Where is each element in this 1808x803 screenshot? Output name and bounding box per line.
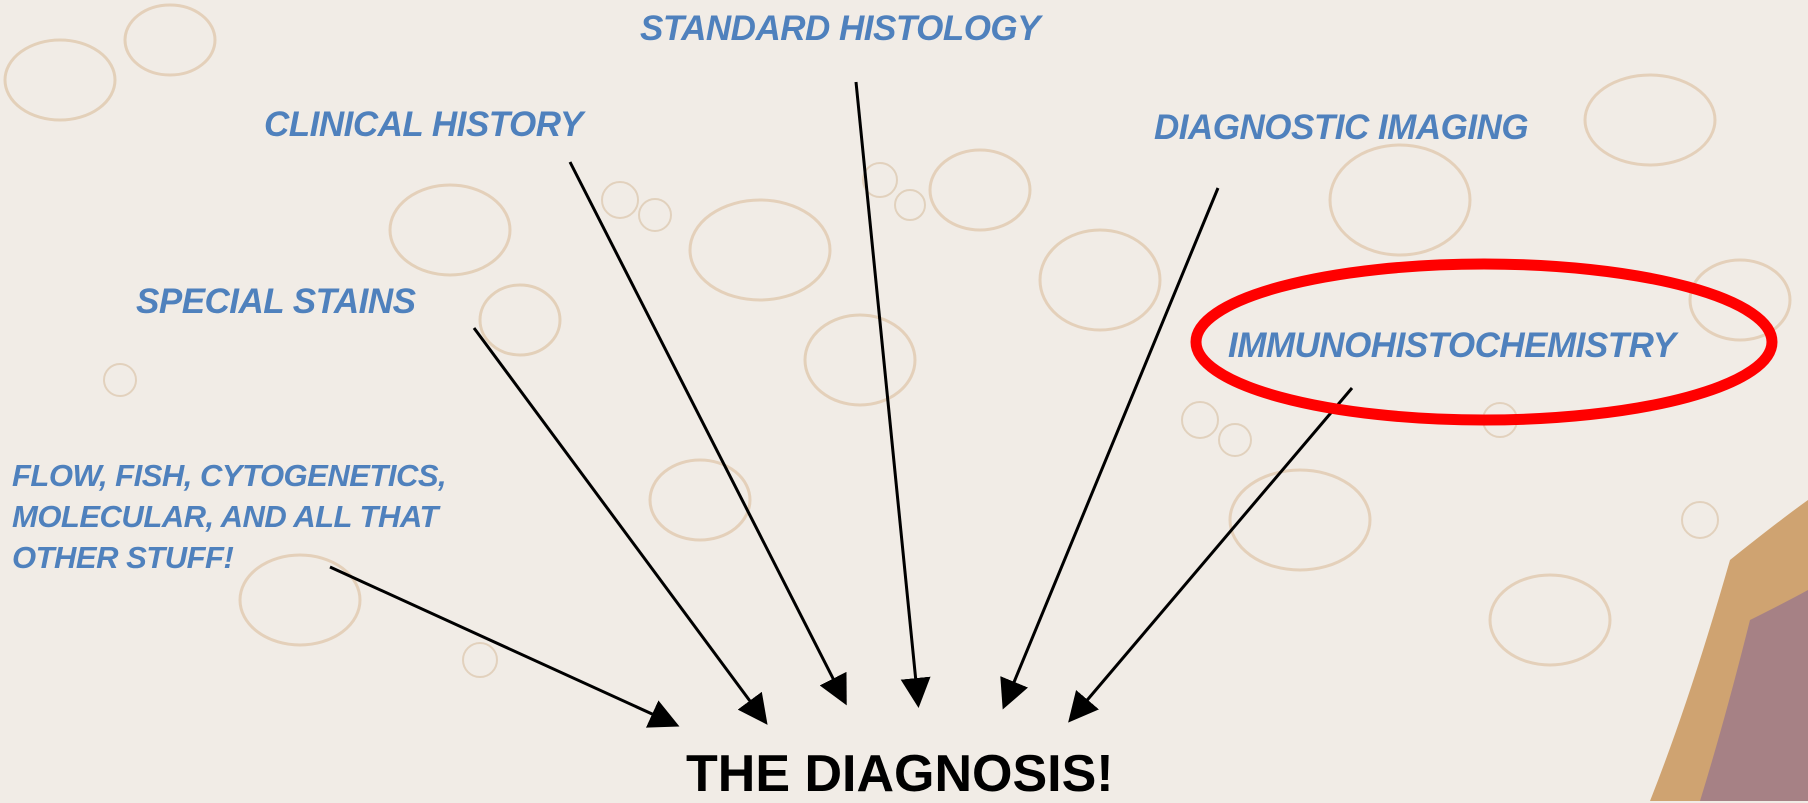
label-immunohistochemistry: IMMUNOHISTOCHEMISTRY [1228, 325, 1676, 367]
label-diagnostic-imaging: DIAGNOSTIC IMAGING [1154, 107, 1528, 149]
arrow-clinical-history [570, 162, 844, 700]
arrow-diagnostic-imaging [1005, 188, 1218, 704]
label-flow-line-3: OTHER STUFF! [12, 537, 446, 578]
label-flow-line-2: MOLECULAR, AND ALL THAT [12, 496, 446, 537]
arrow-special-stains [474, 328, 764, 720]
arrow-flow-fish [330, 567, 674, 724]
label-flow-line-1: FLOW, FISH, CYTOGENETICS, [12, 455, 446, 496]
diagnosis-title: THE DIAGNOSIS! [686, 746, 1114, 802]
label-special-stains: SPECIAL STAINS [136, 281, 416, 323]
arrow-standard-histology [856, 82, 918, 702]
label-standard-histology: STANDARD HISTOLOGY [640, 8, 1040, 50]
label-flow-fish-cytogenetics: FLOW, FISH, CYTOGENETICS, MOLECULAR, AND… [12, 455, 446, 578]
label-clinical-history: CLINICAL HISTORY [264, 104, 583, 146]
